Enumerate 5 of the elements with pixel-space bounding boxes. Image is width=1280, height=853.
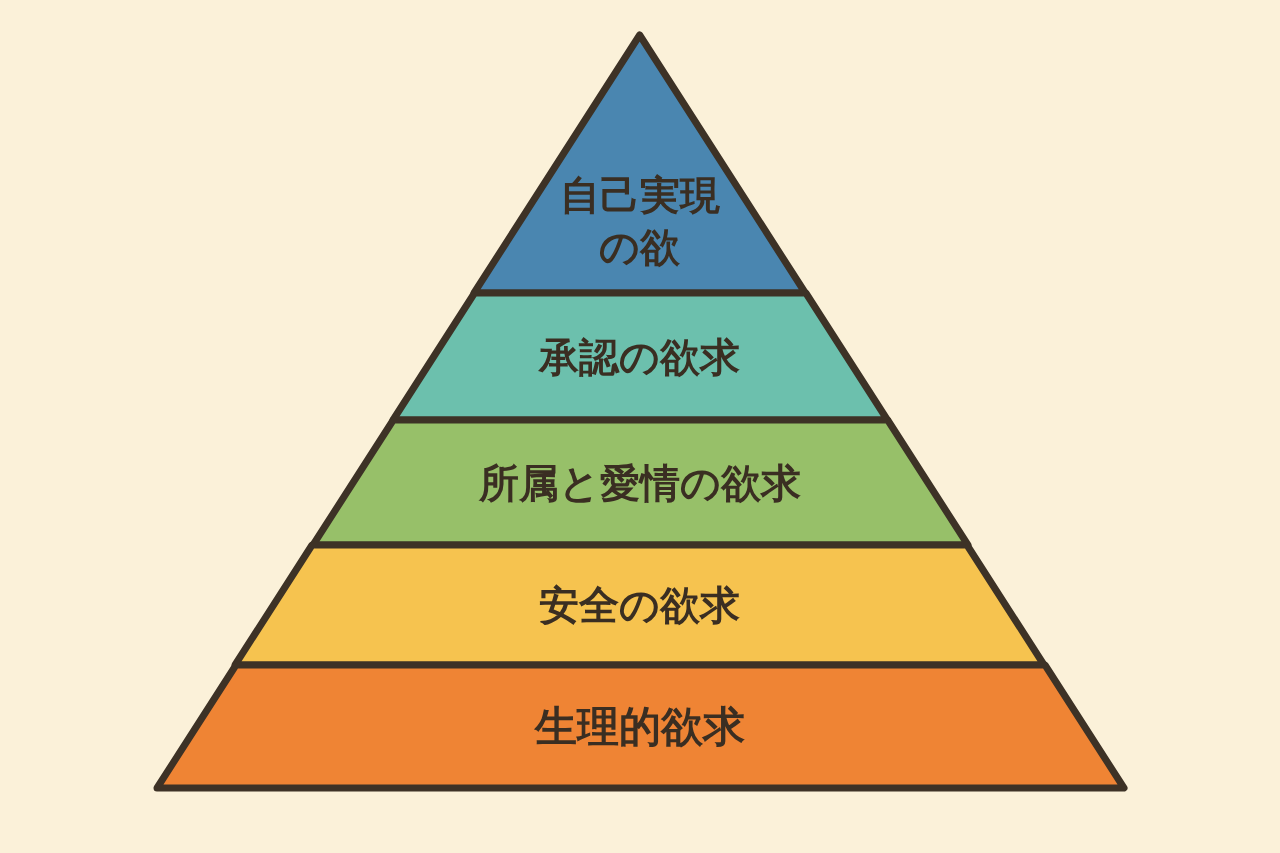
tier-label: 生理的欲求 (535, 700, 745, 753)
tier-label: 所属と愛情の欲求 (479, 458, 801, 508)
tier-label: 安全の欲求 (539, 581, 741, 630)
tier-label: 承認の欲求 (539, 332, 741, 382)
tier-label: 自己実現の欲 (559, 170, 721, 272)
